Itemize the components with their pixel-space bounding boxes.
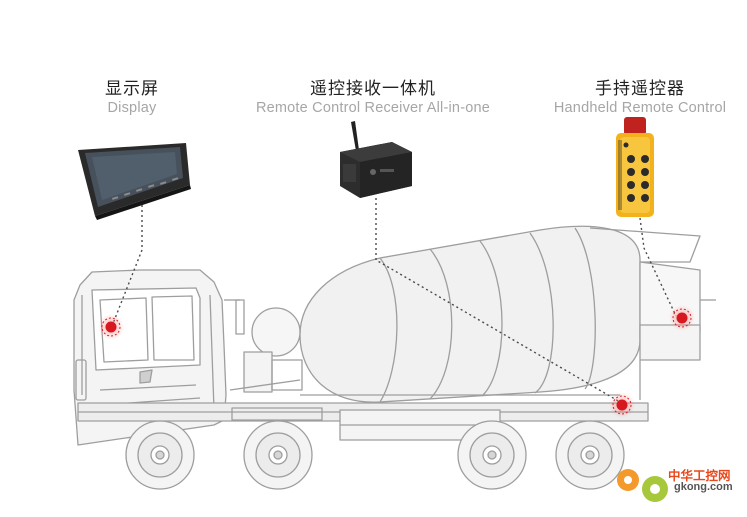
receiver-label-en: Remote Control Receiver All-in-one bbox=[255, 99, 491, 116]
leader-lines bbox=[111, 198, 677, 403]
leader-line-remote bbox=[639, 217, 677, 317]
display-label-en: Display bbox=[107, 99, 157, 116]
wheel-3 bbox=[457, 420, 527, 490]
wheel-2 bbox=[243, 420, 313, 490]
remote-label-en: Handheld Remote Control bbox=[553, 99, 727, 116]
remote-label-cn: 手持遥控器 bbox=[595, 79, 685, 99]
wheel-1 bbox=[125, 420, 195, 490]
receiver-install-marker bbox=[609, 392, 635, 418]
display-label-cn: 显示屏 bbox=[105, 79, 159, 99]
remote-label: 手持遥控器 Handheld Remote Control bbox=[538, 79, 742, 116]
watermark-gear-icon bbox=[617, 469, 668, 502]
remote-install-marker bbox=[669, 305, 695, 331]
leader-line-receiver bbox=[375, 198, 621, 403]
wheel-4 bbox=[555, 420, 625, 490]
receiver-device-image bbox=[340, 121, 412, 198]
remote-device-image bbox=[616, 117, 654, 217]
install-markers bbox=[98, 305, 695, 418]
display-label: 显示屏 Display bbox=[72, 79, 192, 116]
display-device-image bbox=[78, 143, 191, 220]
display-install-marker bbox=[98, 314, 124, 340]
receiver-label-cn: 遥控接收一体机 bbox=[310, 79, 436, 99]
receiver-label: 遥控接收一体机 Remote Control Receiver All-in-o… bbox=[232, 79, 514, 116]
watermark-text-en: gkong.com bbox=[674, 481, 733, 493]
truck-wheels bbox=[125, 420, 625, 490]
watermark-text-cn: 中华工控网 bbox=[668, 468, 731, 483]
leader-line-display bbox=[111, 205, 143, 327]
